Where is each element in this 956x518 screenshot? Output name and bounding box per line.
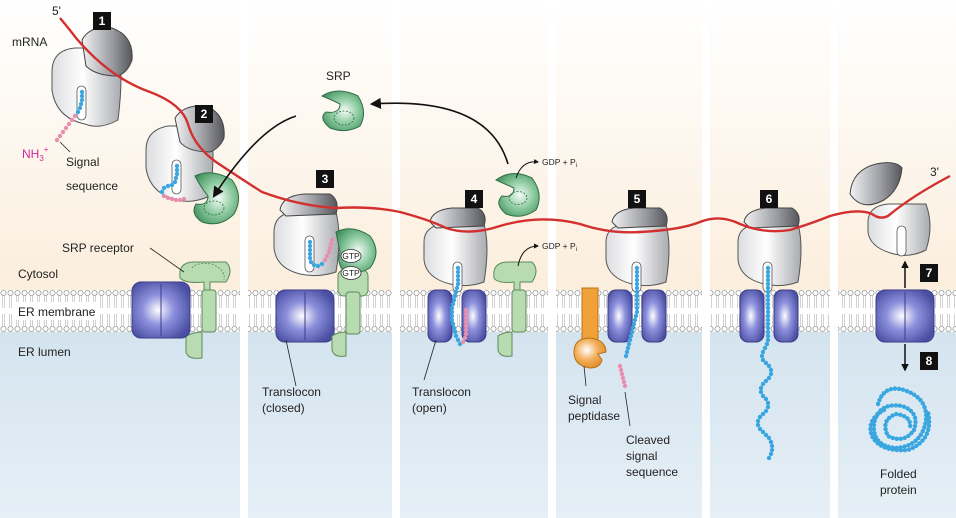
nascent-peptide-step5 bbox=[623, 265, 640, 359]
arrow-gdp-2 bbox=[517, 243, 539, 267]
label-gtp-1: GTP bbox=[342, 251, 360, 261]
arrow-srp-recycle bbox=[369, 97, 509, 165]
leader-translocon-closed bbox=[285, 339, 297, 387]
nascent-peptide-step4 bbox=[449, 265, 463, 347]
label-translocon-closed-2: (closed) bbox=[262, 401, 305, 415]
srp-released-step4 bbox=[495, 173, 540, 217]
srp-bound-step2 bbox=[193, 172, 239, 225]
folded-protein bbox=[868, 386, 932, 453]
leader-cleaved bbox=[624, 391, 631, 427]
label-cleaved-1: Cleaved bbox=[626, 433, 670, 447]
ribosome-small-subunit-released bbox=[849, 162, 903, 206]
label-er-lumen: ER lumen bbox=[18, 345, 71, 359]
ribosome-step5 bbox=[605, 207, 670, 293]
svg-text:6: 6 bbox=[766, 192, 773, 206]
svg-text:3: 3 bbox=[322, 172, 329, 186]
label-srp-receptor: SRP receptor bbox=[62, 241, 134, 255]
ribosome-step1 bbox=[51, 27, 133, 127]
signal-sequence-step2 bbox=[161, 193, 187, 203]
step-badge-2: 2 bbox=[195, 105, 213, 123]
signal-sequence-step1 bbox=[54, 113, 78, 143]
srp-receptor-step4 bbox=[493, 261, 537, 357]
label-signal-sequence-1: Signal bbox=[66, 155, 99, 169]
step-badge-1: 1 bbox=[93, 12, 111, 30]
step-badge-7: 7 bbox=[920, 264, 938, 282]
srp-free bbox=[320, 90, 364, 132]
gtp-bubble-1 bbox=[340, 249, 362, 263]
srp-receptor-step1 bbox=[179, 261, 231, 359]
label-er-membrane: ER membrane bbox=[18, 305, 96, 319]
arrow-gdp-1 bbox=[515, 159, 539, 179]
svg-text:5: 5 bbox=[634, 192, 641, 206]
svg-text:4: 4 bbox=[471, 192, 478, 206]
svg-text:8: 8 bbox=[926, 354, 933, 368]
translocon-step6 bbox=[739, 289, 799, 343]
label-signal-sequence-2: sequence bbox=[66, 179, 118, 193]
label-gtp-2: GTP bbox=[342, 268, 360, 278]
label-gdp-pi-1: GDP + Pi bbox=[542, 157, 577, 169]
step-badge-5: 5 bbox=[628, 190, 646, 208]
leader-signal-peptidase bbox=[583, 365, 587, 387]
label-cleaved-2: signal bbox=[626, 449, 657, 463]
label-five-prime: 5' bbox=[52, 4, 61, 18]
svg-text:7: 7 bbox=[926, 266, 933, 280]
nascent-peptide-step3 bbox=[307, 239, 325, 269]
nascent-peptide-step6 bbox=[755, 265, 775, 461]
label-translocon-open-2: (open) bbox=[412, 401, 447, 415]
translocon-step7 bbox=[875, 289, 935, 343]
leader-srp-receptor bbox=[149, 247, 185, 273]
nascent-peptide-step1 bbox=[75, 89, 85, 115]
ribosome-step6 bbox=[737, 207, 802, 293]
cleaved-signal-sequence bbox=[617, 363, 628, 389]
mrna-strand bbox=[59, 17, 951, 234]
nascent-peptide-step2 bbox=[159, 163, 180, 195]
leader-signal-sequence bbox=[59, 141, 71, 153]
gtp-bubble-2 bbox=[340, 266, 362, 280]
step-badge-3: 3 bbox=[316, 170, 334, 188]
signal-sequence-step3 bbox=[322, 237, 335, 263]
label-srp: SRP bbox=[326, 69, 351, 83]
label-translocon-open-1: Translocon bbox=[412, 385, 471, 399]
label-mrna: mRNA bbox=[12, 35, 47, 49]
label-three-prime: 3' bbox=[930, 165, 939, 179]
translocon-step5 bbox=[607, 289, 667, 343]
translocon-step1 bbox=[131, 281, 191, 339]
label-gdp-pi-2: GDP + Pi bbox=[542, 241, 577, 253]
label-nh3: NH3+ bbox=[22, 145, 49, 163]
svg-text:1: 1 bbox=[99, 14, 106, 28]
step-badge-4: 4 bbox=[465, 190, 483, 208]
step-badge-8: 8 bbox=[920, 352, 938, 370]
label-cytosol: Cytosol bbox=[18, 267, 58, 281]
label-signal-peptidase-1: Signal bbox=[568, 393, 601, 407]
arrow-srp-to-ribosome bbox=[212, 115, 297, 198]
translocon-step3 bbox=[275, 289, 335, 343]
label-translocon-closed-1: Translocon bbox=[262, 385, 321, 399]
step-badge-6: 6 bbox=[760, 190, 778, 208]
leader-translocon-open bbox=[423, 339, 437, 381]
label-folded-2: protein bbox=[880, 483, 917, 497]
label-er-membrane-bg bbox=[15, 302, 97, 320]
signal-peptidase bbox=[573, 287, 607, 369]
signal-sequence-step4 bbox=[460, 307, 469, 345]
label-folded-1: Folded bbox=[880, 467, 917, 481]
svg-text:2: 2 bbox=[201, 107, 208, 121]
label-signal-peptidase-2: peptidase bbox=[568, 409, 620, 423]
ribosome-step3 bbox=[273, 193, 340, 277]
label-cleaved-3: sequence bbox=[626, 465, 678, 479]
